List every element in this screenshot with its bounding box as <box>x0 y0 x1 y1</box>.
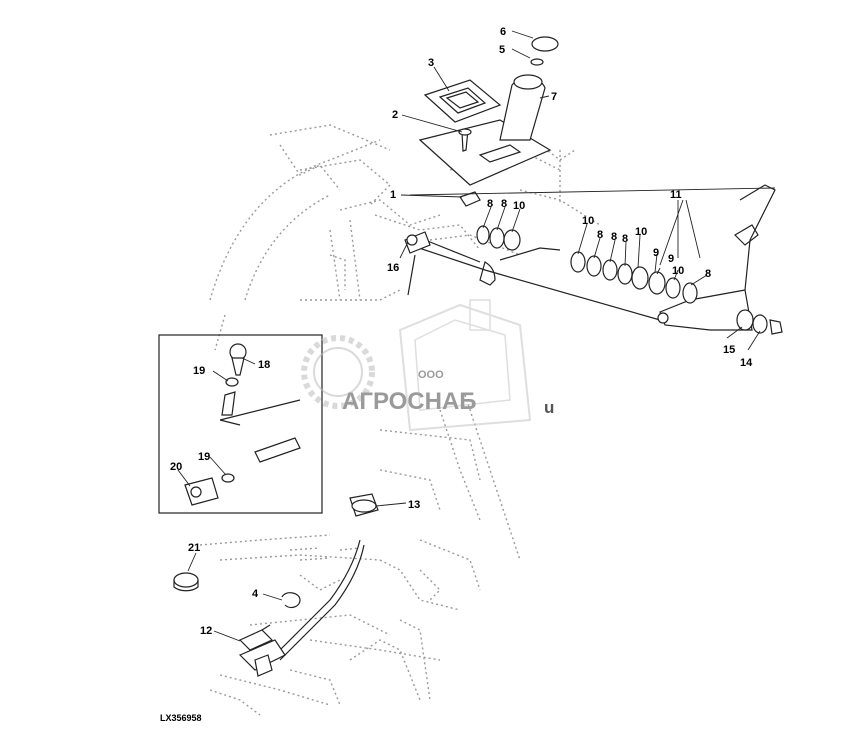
bracket-part-12 <box>238 624 274 651</box>
part-label-18: 18 <box>258 359 270 371</box>
shift-rod-assembly <box>404 184 776 331</box>
part-label-10d: 10 <box>672 265 684 277</box>
bushing-stack-right <box>570 251 698 304</box>
background-outline <box>199 124 601 716</box>
part-label-4: 4 <box>252 588 259 600</box>
part-label-19b: 19 <box>198 451 210 463</box>
part-label-7: 7 <box>551 91 557 103</box>
part-label-8e: 8 <box>622 233 628 245</box>
part-label-10b: 10 <box>582 215 594 227</box>
part-label-11: 11 <box>670 189 682 201</box>
bushing-stack-left <box>476 225 521 251</box>
part-label-8d: 8 <box>611 231 617 243</box>
part-labels: 6 5 7 3 2 1 8 8 10 11 10 8 8 8 10 9 9 10… <box>170 26 753 637</box>
part-label-9a: 9 <box>653 247 659 259</box>
leader-lines <box>177 30 776 642</box>
part-label-15: 15 <box>723 344 735 356</box>
part-label-3: 3 <box>428 57 434 69</box>
part-label-10c: 10 <box>635 226 647 238</box>
part-label-6: 6 <box>500 26 506 38</box>
part-label-20: 20 <box>170 461 182 473</box>
watermark-suffix: u <box>544 398 554 417</box>
part-label-21: 21 <box>188 542 200 554</box>
part-label-5: 5 <box>499 44 505 56</box>
part-label-13: 13 <box>408 499 420 511</box>
part-label-10a: 10 <box>513 200 525 212</box>
watermark-prefix: ООО <box>418 369 444 381</box>
watermark-name: АГРОСНАБ <box>342 388 477 415</box>
part-label-8b: 8 <box>501 198 507 210</box>
shift-cable <box>238 429 379 677</box>
part-label-9b: 9 <box>668 253 674 265</box>
detail-inset <box>158 334 323 514</box>
clip-part-4 <box>281 592 301 609</box>
part-label-1: 1 <box>390 189 396 201</box>
part-label-2: 2 <box>392 109 398 121</box>
part-label-8f: 8 <box>705 268 711 280</box>
part-label-14: 14 <box>740 357 753 369</box>
part-label-16: 16 <box>387 262 399 274</box>
part-label-12: 12 <box>200 625 212 637</box>
part-label-19a: 19 <box>193 365 205 377</box>
part-label-8a: 8 <box>487 198 493 210</box>
watermark <box>301 299 532 432</box>
nut-washer-14-15 <box>736 309 783 335</box>
gear-lever-knob <box>499 36 559 141</box>
plug-part-21 <box>173 572 199 592</box>
figure-code: LX356958 <box>160 713 202 723</box>
part-label-8c: 8 <box>597 229 603 241</box>
